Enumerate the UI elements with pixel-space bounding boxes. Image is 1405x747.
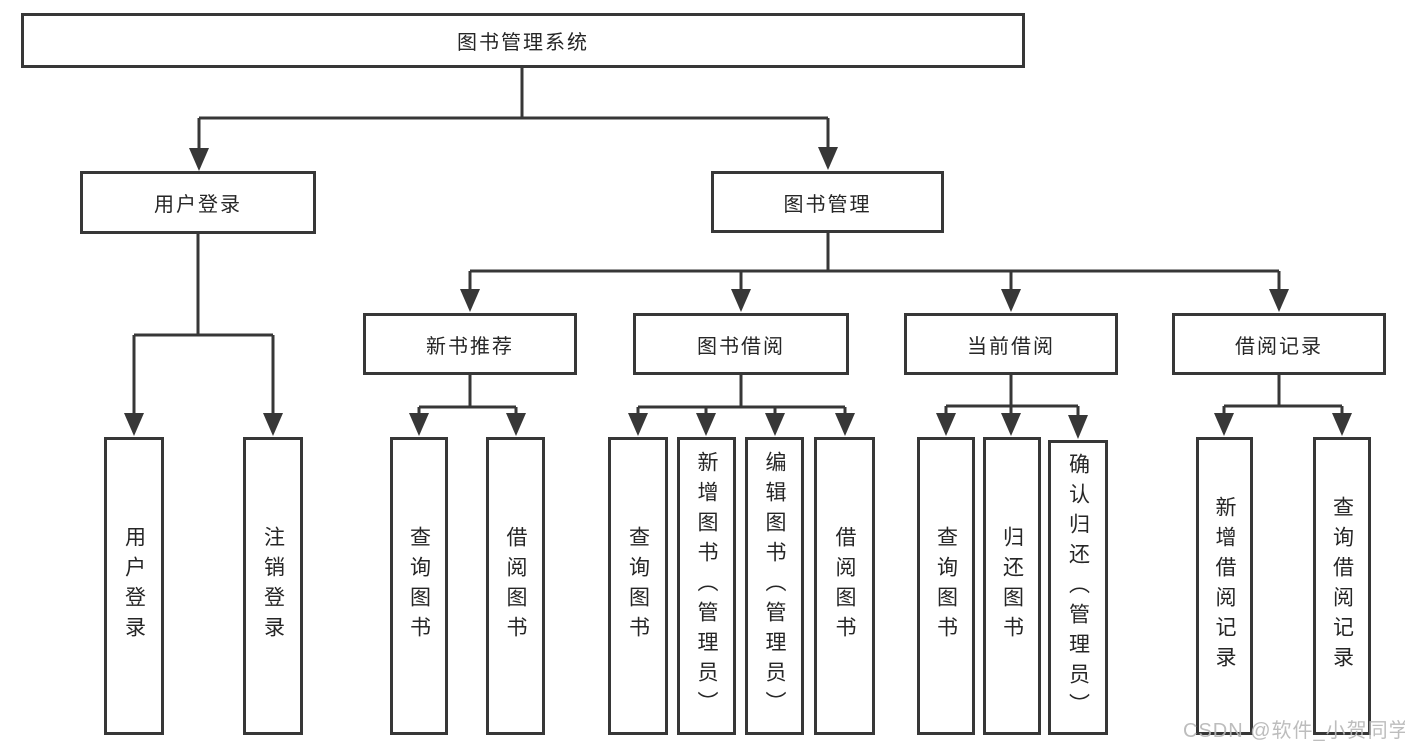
leaf-br-query-record-label: 查询借阅记录: [1330, 496, 1354, 676]
connector-new-book-recommend-to-leaves: [409, 375, 526, 436]
leaf-user-login-label: 用户登录: [122, 526, 146, 646]
leaf-nbr-borrow-books-label: 借阅图书: [504, 526, 527, 646]
node-new-book-recommend-label: 新书推荐: [426, 335, 514, 358]
node-current-borrowing: 当前借阅: [904, 313, 1118, 375]
leaf-br-add-record-label: 新增借阅记录: [1213, 496, 1236, 676]
node-borrowing-records-label: 借阅记录: [1235, 335, 1323, 358]
node-book-management: 图书管理: [711, 171, 944, 233]
connector-book-borrowing-to-leaves: [628, 375, 855, 436]
leaf-br-add-record: 新增借阅记录: [1196, 437, 1253, 735]
node-current-borrowing-label: 当前借阅: [967, 335, 1055, 358]
leaf-bb-query-books: 查询图书: [608, 437, 668, 735]
leaf-cb-confirm-return-admin-label: 确认归还（管理员）: [1066, 452, 1090, 723]
node-new-book-recommend: 新书推荐: [363, 313, 577, 375]
leaf-nbr-query-books: 查询图书: [390, 437, 448, 735]
node-book-management-label: 图书管理: [783, 193, 872, 216]
leaf-bb-add-books-admin: 新增图书（管理员）: [677, 437, 736, 735]
leaf-bb-borrow-books-label: 借阅图书: [833, 526, 856, 646]
leaf-br-query-record: 查询借阅记录: [1313, 437, 1371, 735]
leaf-cb-query-books-label: 查询图书: [934, 526, 958, 646]
leaf-cb-query-books: 查询图书: [917, 437, 975, 735]
node-book-borrowing: 图书借阅: [633, 313, 849, 375]
leaf-logout-label: 注销登录: [261, 526, 285, 646]
node-user-login: 用户登录: [80, 171, 316, 234]
leaf-nbr-query-books-label: 查询图书: [407, 526, 431, 646]
node-user-login-label: 用户登录: [154, 194, 242, 216]
connector-borrowing-records-to-leaves: [1214, 375, 1352, 436]
leaf-cb-confirm-return-admin: 确认归还（管理员）: [1048, 440, 1108, 735]
leaf-user-login: 用户登录: [104, 437, 164, 735]
csdn-watermark: CSDN @软件_小贺同学: [1183, 720, 1405, 742]
leaf-bb-borrow-books: 借阅图书: [814, 437, 875, 735]
connector-current-borrowing-to-leaves: [936, 375, 1088, 439]
node-library-system-label: 图书管理系统: [457, 32, 589, 54]
node-library-system: 图书管理系统: [21, 13, 1025, 68]
node-borrowing-records: 借阅记录: [1172, 313, 1386, 375]
connector-user-login-to-leaves: [124, 234, 283, 436]
leaf-bb-edit-books-admin: 编辑图书（管理员）: [745, 437, 804, 735]
leaf-bb-add-books-admin-label: 新增图书（管理员）: [695, 451, 718, 721]
leaf-cb-return-books: 归还图书: [983, 437, 1041, 735]
leaf-nbr-borrow-books: 借阅图书: [486, 437, 545, 735]
connector-root-to-level2: [189, 68, 838, 171]
connector-book-management-to-level3: [460, 233, 1289, 312]
leaf-bb-query-books-label: 查询图书: [626, 526, 650, 646]
node-book-borrowing-label: 图书借阅: [697, 335, 785, 358]
leaf-cb-return-books-label: 归还图书: [1000, 526, 1024, 646]
leaf-bb-edit-books-admin-label: 编辑图书（管理员）: [763, 451, 786, 721]
leaf-logout: 注销登录: [243, 437, 303, 735]
